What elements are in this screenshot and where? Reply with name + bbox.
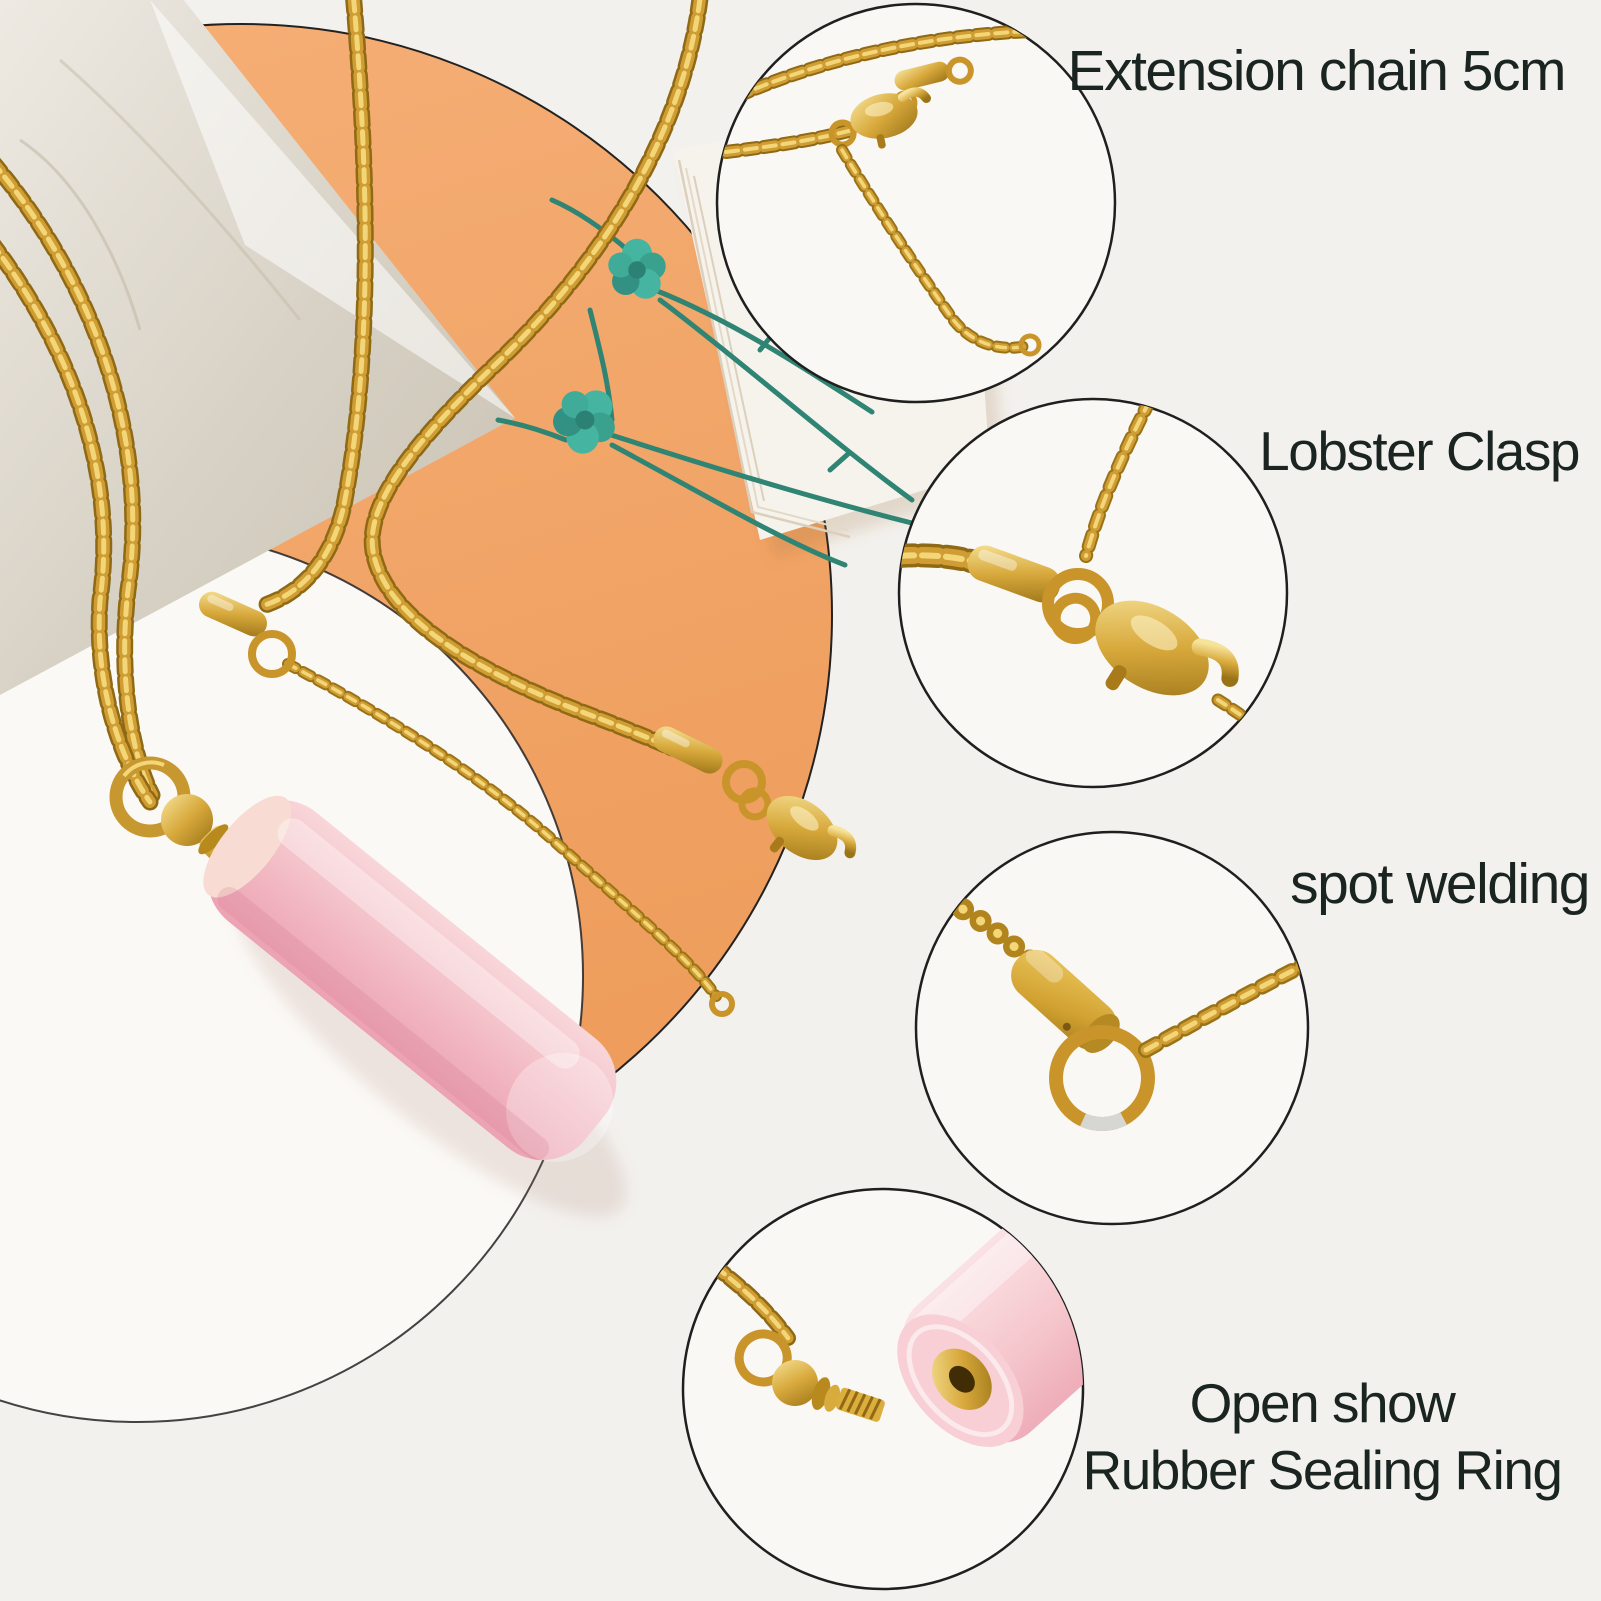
weld-spot: [1049, 1025, 1155, 1131]
callout-circle: [715, 2, 1117, 404]
callout-lobster-clasp: [897, 397, 1289, 789]
zoom-connector-cap: [1011, 947, 1120, 1053]
zoom-connector-cap: [894, 56, 974, 91]
marble-vein: [19, 138, 142, 331]
zoom-screw-cap: [734, 1329, 885, 1422]
extension-chain-end-link: [709, 991, 735, 1017]
label-lobster-clasp: Lobster Clasp: [1259, 420, 1580, 482]
label-open-show: Open show Rubber Sealing Ring: [1067, 1370, 1577, 1504]
callout-extension-chain: [715, 2, 1117, 404]
jump-ring: [248, 630, 296, 678]
pendant-crystal: [203, 795, 617, 1162]
label-open-show-line1: Open show: [1189, 1372, 1456, 1434]
label-extension-chain: Extension chain 5cm: [1067, 39, 1567, 103]
necklace-chains: [0, 0, 860, 1017]
label-open-show-line2: Rubber Sealing Ring: [1082, 1439, 1563, 1502]
connector-cap: [198, 591, 268, 637]
connector-cap: [653, 726, 723, 774]
dried-flowers: [495, 197, 978, 568]
marble-vein: [59, 58, 302, 321]
zoom-connector-cap: [967, 545, 1061, 603]
callout-lobster-clasp-content: [898, 399, 1262, 740]
callout-extension-chain-content: [726, 30, 1062, 357]
callout-spot-welding-content: [945, 898, 1302, 1131]
label-spot-welding: spot welding: [1290, 852, 1590, 916]
crystal-hole: [948, 1365, 975, 1393]
pendant-ball: [161, 794, 213, 846]
callout-spot-welding: [914, 830, 1310, 1226]
callout-circle: [897, 397, 1289, 789]
marble-highlight: [150, 0, 515, 418]
pendant: [109, 756, 627, 1218]
zoom-extension-end-link: [1018, 333, 1042, 357]
